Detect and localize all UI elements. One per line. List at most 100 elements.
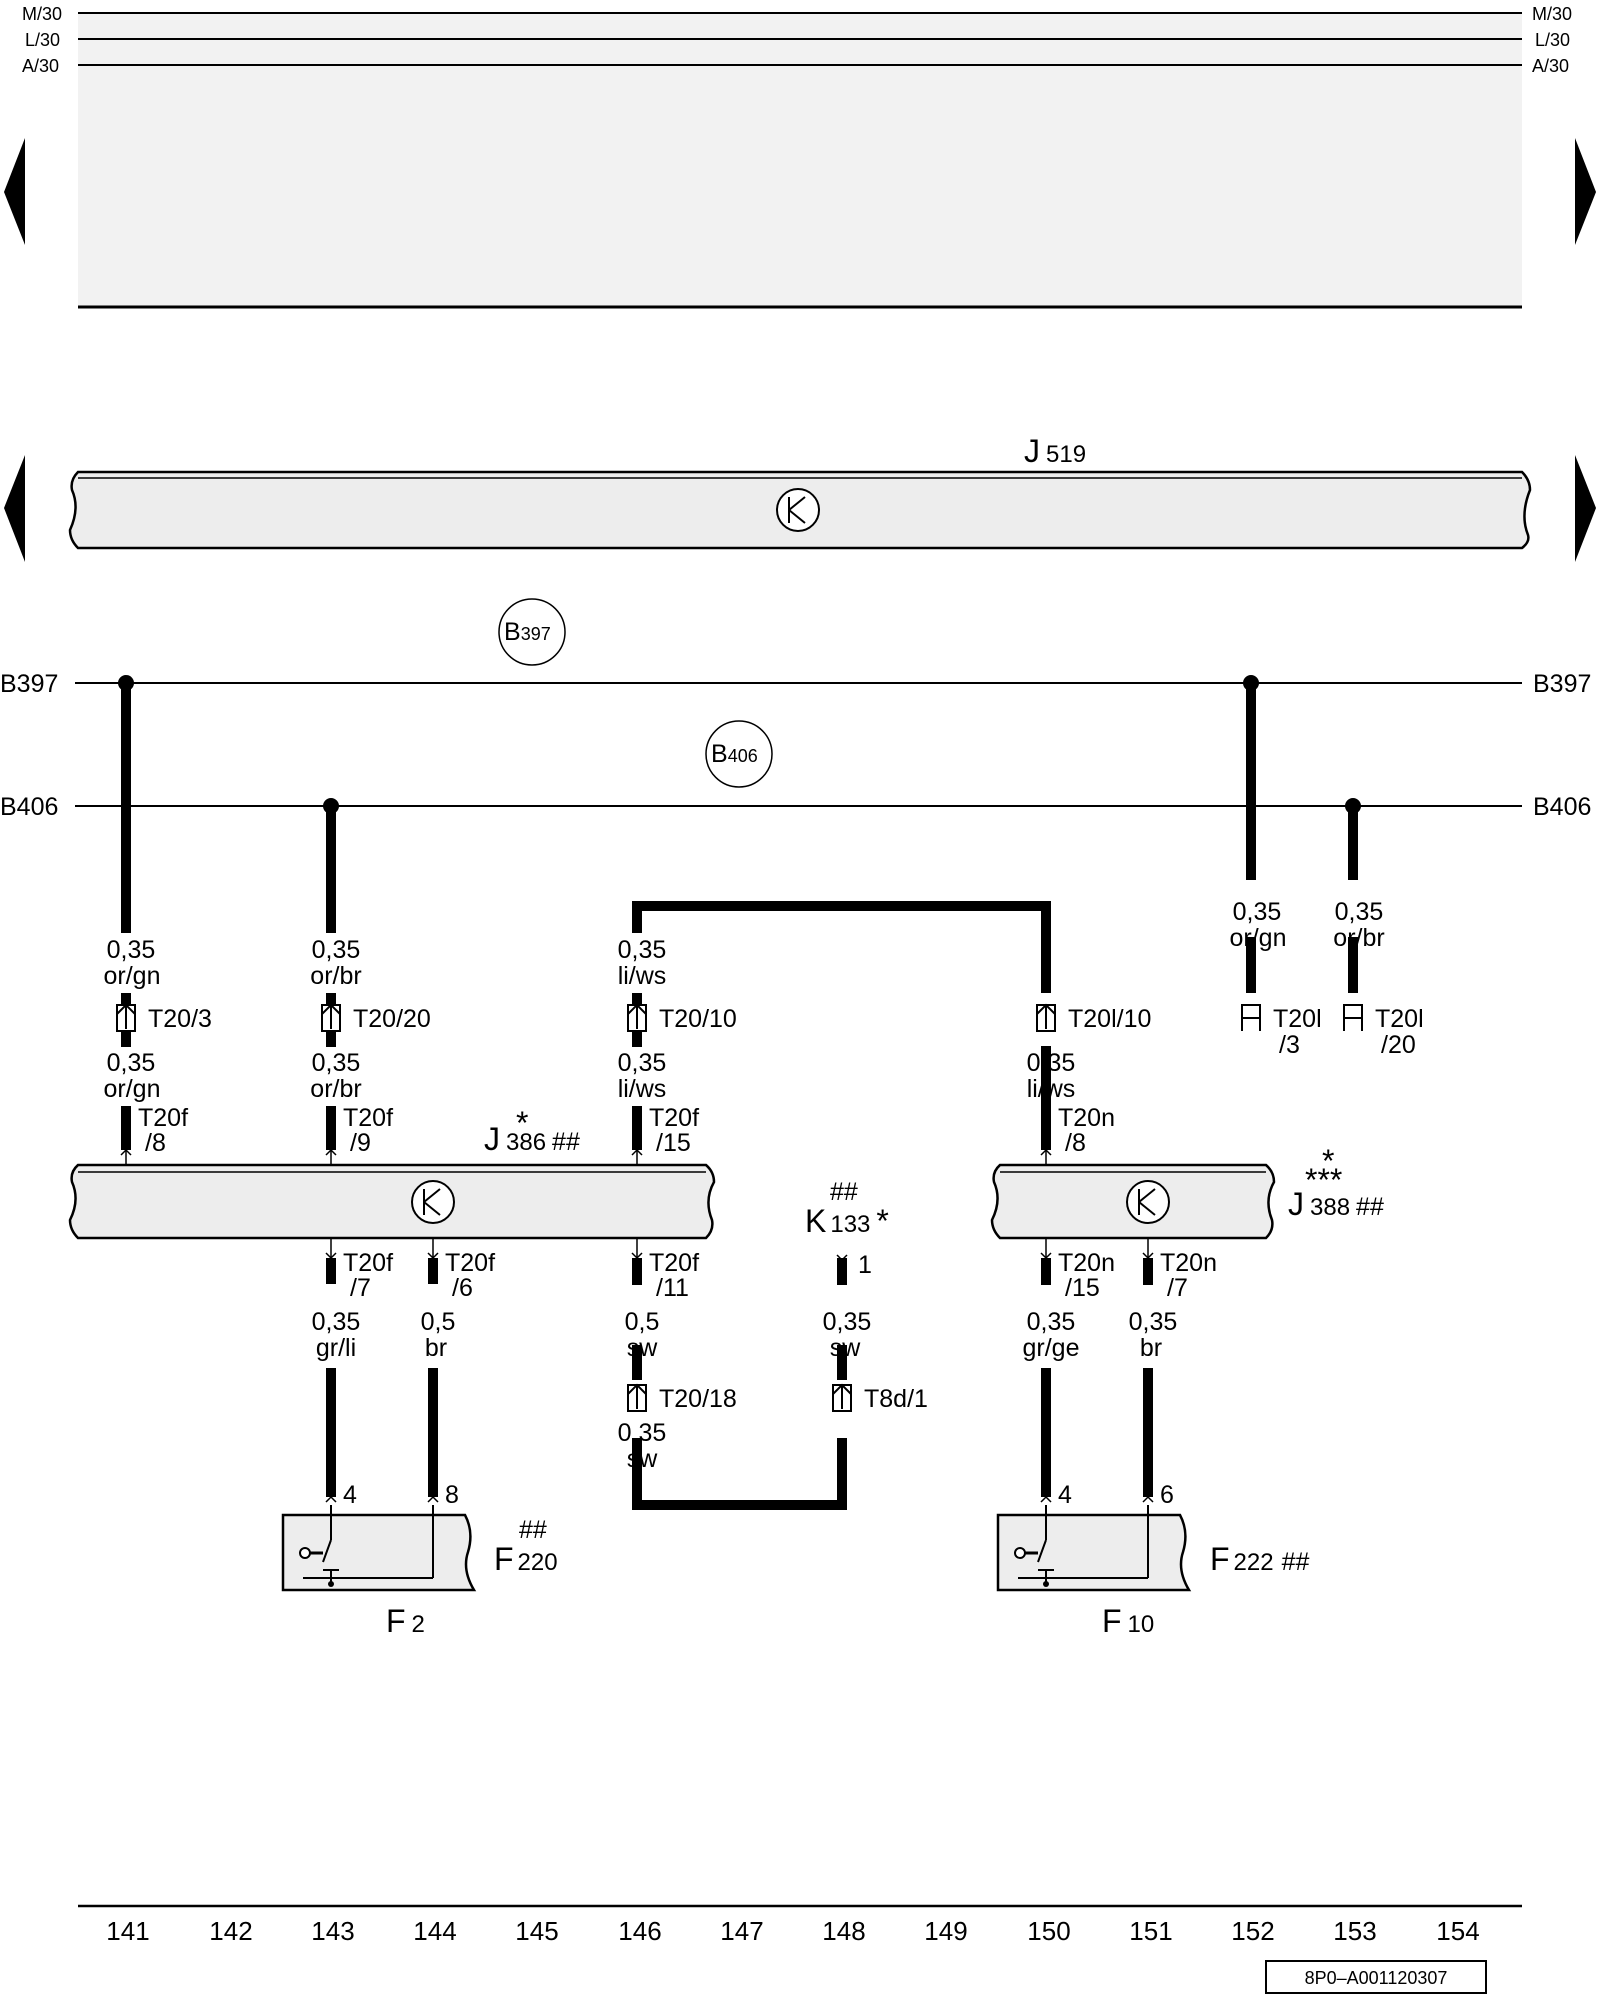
pin-146-low-label-2: /11: [656, 1274, 689, 1302]
pin-144-low-label-1: T20f: [445, 1249, 495, 1277]
wire-144-low-color: br: [425, 1334, 447, 1362]
pin-151-low-label-1: T20n: [1160, 1249, 1217, 1277]
connector-t20l-20: [1343, 1004, 1363, 1031]
labels-column-146: 0,35 li/ws 0,35 li/ws 0,5 sw 0,35 sw: [618, 936, 667, 1473]
svg-text:B397: B397: [504, 618, 551, 646]
rail-b397-right-label: B397: [1533, 670, 1591, 698]
page-prev-arrow-top[interactable]: [4, 138, 25, 245]
rail-a30-left-label: A/30: [22, 56, 59, 76]
connector-153-label-2: /20: [1381, 1031, 1416, 1059]
pin-150-low-label-2: /15: [1065, 1274, 1100, 1302]
wire-150-low-gauge: 0,35: [1027, 1308, 1076, 1336]
transistor-symbol-j386: [411, 1180, 455, 1224]
j388-mark-top-2: ***: [1305, 1162, 1342, 1198]
wire-150-low-color: gr/ge: [1023, 1334, 1080, 1362]
wire-146-gauge-b: 0,35: [618, 1049, 667, 1077]
wire-143-low-gauge: 0,35: [312, 1308, 361, 1336]
labels-column-152: 0,35 or/gn: [1230, 898, 1287, 952]
wire-144-low-gauge: 0,5: [421, 1308, 456, 1336]
wires: [121, 683, 1358, 1510]
labels-column-150: 0,35 li/ws 0,35 gr/ge: [1023, 1049, 1080, 1362]
f10-pin-6: 6: [1160, 1481, 1174, 1509]
transistor-symbol-j519: [776, 488, 820, 532]
wire-141-color-b: or/gn: [104, 1075, 161, 1103]
wire-146-low-color: sw: [627, 1334, 659, 1362]
pin-150-label-1: T20n: [1058, 1104, 1115, 1132]
k133-mark-top: ##: [830, 1178, 858, 1206]
axis-number: 141: [106, 1916, 149, 1946]
splice-b397-152: [1243, 675, 1259, 691]
wire-146-gauge-a: 0,35: [618, 936, 667, 964]
labels-column-143: 0,35 or/br 0,35 or/br 0,35 gr/li: [310, 936, 361, 1362]
switch-f2-f220: [281, 1505, 477, 1592]
connector-143-label: T20/20: [353, 1005, 431, 1033]
connector-152-label-2: /3: [1279, 1031, 1300, 1059]
transistor-symbol-j388: [1126, 1180, 1170, 1224]
rail-m30-left-label: M/30: [22, 4, 62, 24]
pin-144-low-label-2: /6: [452, 1274, 473, 1302]
connector-152-label-1: T20l: [1273, 1005, 1322, 1033]
connector-t20-10: [627, 1003, 647, 1032]
connector-t8d-1: [832, 1383, 852, 1412]
labels-column-141: 0,35 or/gn 0,35 or/gn: [104, 936, 161, 1103]
labels-column-151: 0,35 br: [1129, 1308, 1178, 1362]
page-next-arrow-top[interactable]: [1575, 138, 1596, 245]
switch-f10-f222: [996, 1505, 1192, 1592]
pin-150-label-2: /8: [1065, 1129, 1086, 1157]
module-j519: [68, 470, 1532, 550]
pin-ticks: [120, 1148, 1154, 1503]
splice-b406-153: [1345, 798, 1361, 814]
pin-141-label-2: /8: [145, 1129, 166, 1157]
wire-152-color: or/gn: [1230, 924, 1287, 952]
page-next-arrow-mid[interactable]: [1575, 455, 1596, 562]
axis-number: 154: [1436, 1916, 1479, 1946]
rail-b406-right-label: B406: [1533, 793, 1591, 821]
rail-a30-right-label: A/30: [1532, 56, 1569, 76]
pin-146-label-1: T20f: [649, 1104, 699, 1132]
splice-b397-141: [118, 675, 134, 691]
labels-column-144: 0,5 br: [421, 1308, 456, 1362]
pin-151-low-label-2: /7: [1167, 1274, 1188, 1302]
module-j386: [68, 1163, 716, 1240]
wire-143-gauge-a: 0,35: [312, 936, 361, 964]
pin-143-label-1: T20f: [343, 1104, 393, 1132]
wire-146-low-gauge: 0,5: [625, 1308, 660, 1336]
connector-146-label: T20/10: [659, 1005, 737, 1033]
wire-141-gauge-a: 0,35: [107, 936, 156, 964]
connector-t20-20: [321, 1003, 341, 1032]
splice-b406-143: [323, 798, 339, 814]
j388-mark-top: *: [1322, 1143, 1334, 1179]
wire-148-gauge: 0,35: [823, 1308, 872, 1336]
wire-143-color-a: or/br: [310, 962, 361, 990]
wire-151-low-color: br: [1140, 1334, 1162, 1362]
labels-column-148: 0,35 sw: [823, 1308, 872, 1362]
b397-bus-circle: B397: [498, 598, 566, 666]
page-prev-arrow-mid[interactable]: [4, 455, 25, 562]
axis-number: 146: [618, 1916, 661, 1946]
pin-141-label-1: T20f: [138, 1104, 188, 1132]
module-j388: [990, 1163, 1276, 1240]
wire-152-gauge: 0,35: [1233, 898, 1282, 926]
rail-l30-left-label: L/30: [25, 30, 60, 50]
axis-number: 149: [924, 1916, 967, 1946]
j386-mark-top: *: [516, 1105, 528, 1141]
axis-number: 150: [1027, 1916, 1070, 1946]
pin-143-low-label-2: /7: [350, 1274, 371, 1302]
wire-146-color-b: li/ws: [618, 1075, 667, 1103]
f2-pin-8: 8: [445, 1481, 459, 1509]
connector-t20-3: [116, 1003, 136, 1032]
wire-148-color: sw: [830, 1334, 862, 1362]
connector-146-low-label: T20/18: [659, 1385, 737, 1413]
axis-number: 143: [311, 1916, 354, 1946]
rail-b397-left-label: B397: [0, 670, 58, 698]
connector-t20-18: [627, 1383, 647, 1412]
axis-number: 152: [1231, 1916, 1274, 1946]
wire-146-low-gauge-2: 0,35: [618, 1419, 667, 1447]
